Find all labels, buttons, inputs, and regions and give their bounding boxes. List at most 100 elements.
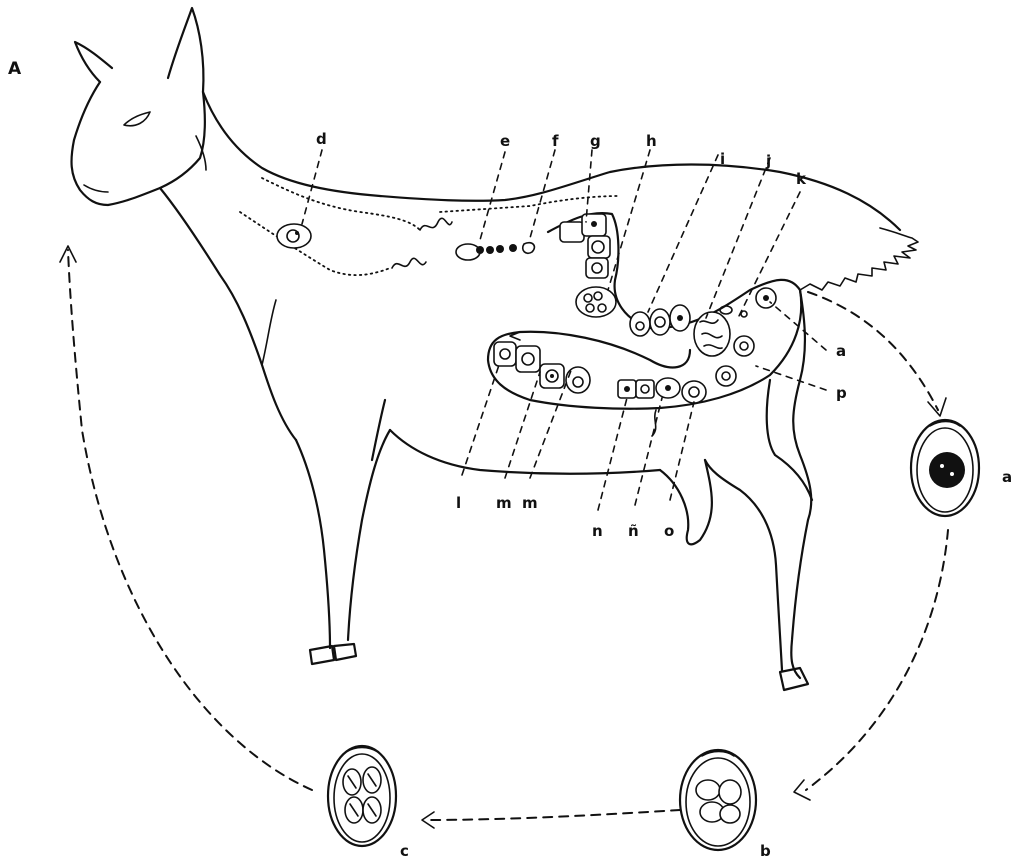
merozoite-nucleus-i3	[677, 315, 683, 321]
sporozoite-3	[496, 245, 504, 253]
esophagus-dotted-mid	[440, 196, 620, 212]
oocyst-b-label: b	[760, 842, 771, 860]
meront-cell-g1	[560, 222, 584, 242]
gametocyte-k1-nucleus	[763, 295, 769, 301]
oocyst-forming-o	[682, 381, 706, 403]
oocyst-b-sporoblast-4	[720, 805, 740, 823]
gametocyte-k4	[741, 311, 747, 317]
label-l: l	[456, 494, 461, 512]
leader-n	[598, 394, 628, 510]
leader-o	[670, 402, 694, 500]
goat-throat	[160, 188, 296, 440]
label-f: f	[552, 132, 559, 150]
oocyst-b-outer	[680, 750, 756, 850]
leader-i	[648, 155, 718, 312]
leader-lines	[302, 150, 826, 510]
cell-l1	[494, 342, 516, 366]
label-g: g	[590, 132, 601, 150]
goat-head	[72, 82, 205, 205]
label-j: j	[765, 152, 771, 170]
label-k: k	[796, 170, 807, 188]
leader-e	[480, 152, 505, 240]
cell-m1-dot	[550, 374, 554, 378]
oocyst-b: b	[680, 750, 771, 860]
zygote-enye-nucleus	[665, 385, 671, 391]
goat-hind-leg-front	[705, 460, 782, 670]
goat-ear-back	[75, 42, 112, 82]
goat-front-leg-front	[296, 440, 330, 648]
leader-a	[770, 302, 826, 350]
goat-belly	[390, 430, 660, 474]
cell-n1-dot	[624, 386, 630, 392]
label-e: e	[500, 132, 510, 150]
leader-l	[462, 362, 500, 475]
cell-n2	[636, 380, 654, 398]
leader-m1	[505, 372, 540, 478]
goat-front-leg-rear	[372, 400, 385, 460]
oocyst-a-label: a	[1002, 468, 1012, 486]
sporozoite-1	[476, 246, 484, 254]
oocyst-a-spot2	[950, 472, 954, 476]
leader-g	[586, 150, 592, 222]
oocyst-c-label: c	[400, 842, 409, 860]
oocyst-c: c	[328, 746, 409, 860]
goat-front-leg-back	[348, 430, 390, 640]
arrow-a-to-b	[806, 530, 948, 790]
sporozoite-2	[486, 246, 494, 254]
label-o: o	[664, 522, 674, 540]
label-d: d	[316, 130, 327, 148]
oocyst-b-inner	[686, 758, 750, 846]
macrogamete-m	[566, 367, 590, 393]
meront-nucleus-g2	[591, 221, 597, 227]
leader-enye	[635, 398, 662, 505]
merozoite-cell-i2	[650, 309, 670, 335]
label-n: n	[592, 522, 603, 540]
oocyst-c-outer	[328, 746, 396, 846]
gametocyte-k2	[734, 336, 754, 356]
label-i: i	[720, 150, 725, 168]
oocyst-a: a	[911, 420, 1012, 516]
host-labels: d e f g h i j k a p l m m n ñ o	[316, 130, 847, 540]
label-m-2: m	[522, 494, 538, 512]
sporozoite-host-cell	[456, 244, 480, 260]
oocyst-b-sporoblast-1	[696, 780, 720, 800]
label-enye: ñ	[628, 522, 639, 540]
merozoite-cell-i1	[630, 312, 650, 336]
oocyst-c-inner	[334, 754, 390, 842]
squiggle-upper	[420, 218, 452, 230]
second-meront	[694, 312, 730, 356]
goat-tail	[800, 228, 918, 290]
label-p: p	[836, 384, 847, 402]
label-m-1: m	[496, 494, 512, 512]
arrow-b-to-c	[426, 810, 680, 820]
goat-rump	[791, 290, 811, 678]
esophagus-dotted-lower	[240, 212, 390, 275]
merozoite-free-j	[720, 306, 732, 314]
arrow-host-to-a	[808, 292, 938, 410]
goat-front-hoof-2	[334, 644, 356, 660]
goat-hind-leg-2	[767, 380, 812, 500]
meront-cell-g4	[586, 258, 608, 278]
goat-chest-line	[262, 300, 276, 365]
goat-mouth	[84, 185, 108, 192]
goat-ear-front	[168, 8, 203, 92]
cycle-arrows	[60, 246, 948, 828]
label-a-host: a	[836, 342, 846, 360]
sporozoite-5	[523, 243, 535, 254]
large-meront	[576, 287, 616, 317]
esophagus-dotted-upper	[262, 178, 420, 230]
arrow-c-to-host	[68, 250, 312, 790]
lymph-node	[277, 224, 311, 248]
panel-label: A	[8, 59, 22, 79]
oocyst-a-sporont	[929, 452, 965, 488]
digestive-tract	[240, 178, 801, 436]
cell-l2	[516, 346, 540, 372]
oocyst-a-spot1	[940, 464, 944, 468]
goat-eye	[124, 112, 150, 126]
label-h: h	[646, 132, 657, 150]
sporozoite-4	[509, 244, 517, 252]
gametocyte-k3	[716, 366, 736, 386]
squiggle-lower	[392, 258, 426, 268]
lymph-node-nucleus	[295, 231, 299, 235]
